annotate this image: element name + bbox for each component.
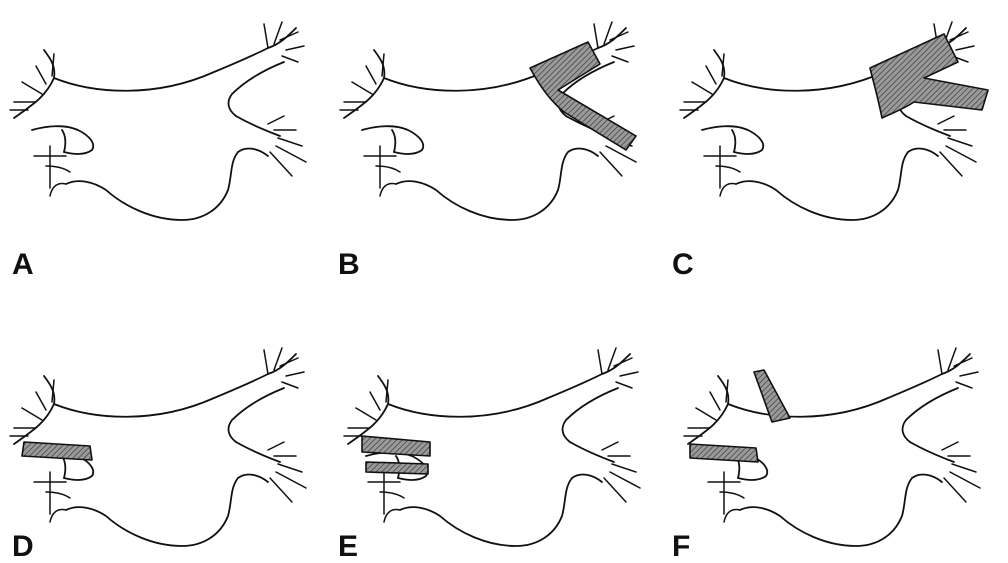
hatched-graft-patch — [530, 42, 636, 150]
panel-a — [10, 22, 306, 220]
panel-label-e: E — [338, 532, 358, 562]
panel-label-d: D — [12, 532, 34, 562]
panel-e — [344, 348, 640, 546]
hatched-branch-patch — [690, 444, 758, 462]
panel-label-f: F — [672, 532, 690, 562]
panel-d — [10, 348, 306, 546]
hatched-branch-patch — [22, 442, 92, 460]
panel-label-b: B — [338, 250, 360, 280]
panel-b — [340, 22, 636, 220]
hatched-branch-patch-lower — [366, 462, 428, 474]
panel-label-a: A — [12, 250, 34, 280]
panel-f — [684, 348, 980, 546]
panel-c — [680, 22, 988, 220]
hatched-branch-patch-upper — [362, 436, 430, 456]
panel-label-c: C — [672, 250, 694, 280]
hatched-upper-left-patch — [754, 370, 790, 422]
